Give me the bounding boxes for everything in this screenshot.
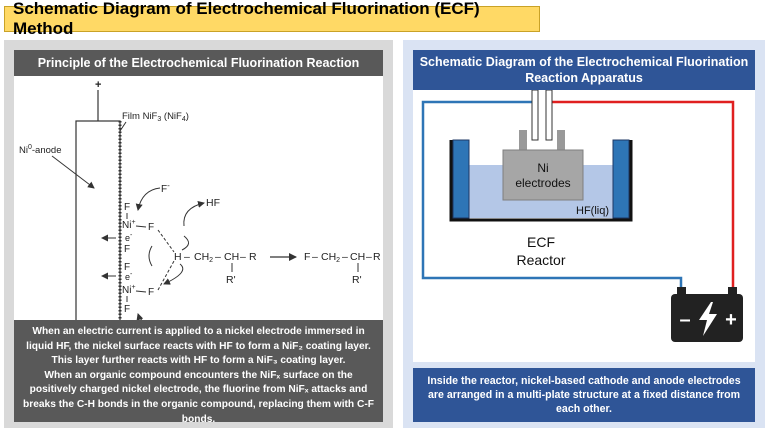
- electron-label: e-: [125, 271, 133, 282]
- film-label: Film NiF3 (NiF4): [122, 111, 189, 123]
- f-atom-label: F: [124, 262, 130, 273]
- apparatus-description: Inside the reactor, nickel-based cathode…: [413, 368, 755, 422]
- apparatus-figure: Ni electrodes HF(liq) ECF Reactor – +: [413, 89, 755, 362]
- hydrogen-atom-label: H: [174, 251, 182, 263]
- lightning-bolt-icon: [699, 302, 717, 336]
- reaction-principle-description: When an electric current is applied to a…: [14, 320, 383, 425]
- ch-group: CH: [224, 251, 239, 263]
- battery-terminal-positive: [728, 287, 737, 295]
- battery-terminal-negative: [677, 287, 686, 295]
- side-electrode-left: [452, 139, 470, 219]
- description-paragraph: When an electric current is applied to a…: [26, 326, 371, 367]
- electrode-rod-right: [557, 130, 565, 152]
- product-f-atom: F: [304, 251, 310, 263]
- page-title-text: Schematic Diagram of Electrochemical Flu…: [13, 0, 480, 38]
- f-atom-label: F: [124, 244, 130, 255]
- ni-anode-plate: [75, 120, 121, 344]
- apparatus-header: Schematic Diagram of the Electrochemical…: [413, 50, 755, 90]
- reaction-principle-panel: Principle of the Electrochemical Fluorin…: [4, 40, 393, 428]
- product-ch-group: CH: [350, 251, 365, 263]
- r-group: R: [249, 251, 257, 263]
- reaction-principle-header: Principle of the Electrochemical Fluorin…: [14, 50, 383, 76]
- ni-plus-label: Ni+: [122, 284, 136, 296]
- reaction-mechanism-figure: + Film NiF3 (NiF4) Ni0-anode F Ni+ F e- …: [14, 76, 383, 346]
- bond-dash: –: [366, 251, 372, 263]
- ni0-anode-label: Ni0-anode: [19, 144, 61, 156]
- apparatus-svg: Ni electrodes HF(liq) ECF Reactor – +: [421, 89, 743, 342]
- ni-electrodes-block: [502, 149, 584, 201]
- f-atom-label: F: [148, 287, 154, 298]
- product-ch2-group: CH2: [321, 251, 340, 264]
- bond-dash: –: [312, 251, 318, 263]
- bond-line: [135, 225, 147, 228]
- bond-dash: –: [240, 251, 246, 263]
- reactor-label-line1: ECF: [527, 234, 555, 250]
- product-r-prime-group: R': [352, 274, 362, 286]
- bond-dash: –: [342, 251, 348, 263]
- ni-electrodes-label-line1: Ni: [537, 161, 548, 175]
- f-atom-label: F: [124, 304, 130, 315]
- plus-terminal-label: +: [95, 79, 101, 91]
- dashed-partial-bond-upper: [157, 229, 175, 253]
- apparatus-panel: Schematic Diagram of the Electrochemical…: [403, 40, 765, 428]
- description-paragraph: When an organic compound encounters the …: [23, 369, 374, 425]
- hf-leaving-arrow: [183, 200, 205, 227]
- reaction-mechanism-svg: + Film NiF3 (NiF4) Ni0-anode F Ni+ F e- …: [19, 79, 381, 344]
- lead-pipe-left: [531, 89, 539, 141]
- ni-electrodes-label-line2: electrodes: [515, 176, 570, 190]
- product-r-group: R: [373, 251, 381, 263]
- lower-ni-fluoride-complex: F e- Ni+ F F: [101, 262, 154, 315]
- apparatus-description-text: Inside the reactor, nickel-based cathode…: [427, 375, 741, 415]
- f-atom-label: F: [124, 202, 130, 213]
- electron-label: e-: [125, 232, 133, 243]
- battery-minus-sign: –: [679, 309, 690, 331]
- curved-electron-arrow: [181, 235, 189, 251]
- bond-line: [135, 290, 147, 293]
- r-prime-group: R': [226, 274, 236, 286]
- lead-pipe-right: [545, 89, 553, 141]
- film-leader-line: [119, 121, 127, 132]
- bond-dash: –: [215, 251, 221, 263]
- dashed-partial-bond-lower: [157, 260, 175, 291]
- electrode-rod-left: [519, 130, 527, 152]
- fluoride-ion-top: F-: [161, 181, 170, 195]
- anode-pointer-arrow: [51, 155, 95, 189]
- side-electrode-right: [612, 139, 630, 219]
- hf-liquid-label: HF(liq): [576, 205, 609, 217]
- curved-electron-arrow: [163, 263, 184, 285]
- reactor-label-line2: Reactor: [516, 252, 565, 268]
- hf-product-label: HF: [206, 197, 220, 209]
- ch2-group: CH2: [194, 251, 213, 264]
- fluoride-attack-arrow-top: [135, 187, 161, 211]
- curved-electron-arrow: [148, 245, 153, 267]
- ni-plus-label: Ni+: [122, 219, 136, 231]
- battery-plus-sign: +: [725, 309, 737, 331]
- f-atom-label: F: [148, 222, 154, 233]
- bond-dash: –: [184, 251, 190, 263]
- upper-ni-fluoride-complex: F Ni+ F e- F: [101, 202, 154, 255]
- reactor-vessel: [449, 140, 633, 222]
- page-title: Schematic Diagram of Electrochemical Flu…: [4, 0, 540, 38]
- battery-icon: – +: [671, 287, 743, 342]
